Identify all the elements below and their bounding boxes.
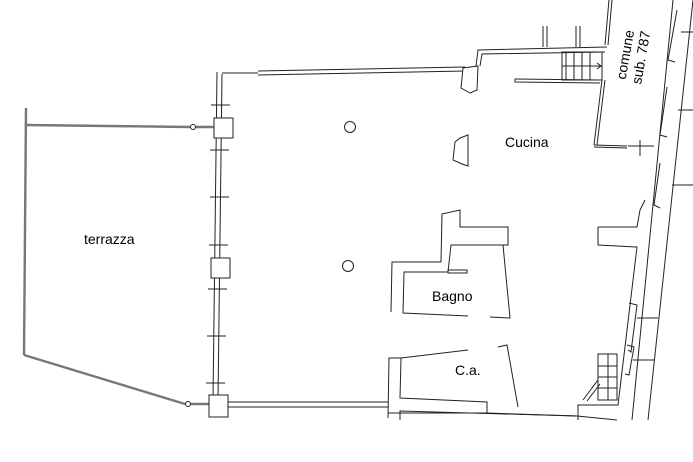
north-wall (222, 26, 608, 94)
stair-south (582, 353, 618, 402)
stair-north (561, 51, 603, 81)
chimney (452, 134, 469, 167)
room-label-bagno: Bagno (432, 288, 473, 304)
room-label-ca: C.a. (455, 362, 481, 378)
ca-walls (228, 344, 618, 421)
corridor-walls (593, 0, 693, 421)
west-wall (206, 71, 234, 418)
room-label-terrazza: terrazza (84, 231, 135, 247)
column-2 (342, 260, 354, 272)
room-label-cucina: Cucina (505, 134, 549, 150)
bagno-walls (390, 209, 511, 319)
terrace-outline (22, 107, 215, 407)
column-1 (344, 121, 356, 133)
east-walls (577, 199, 658, 420)
